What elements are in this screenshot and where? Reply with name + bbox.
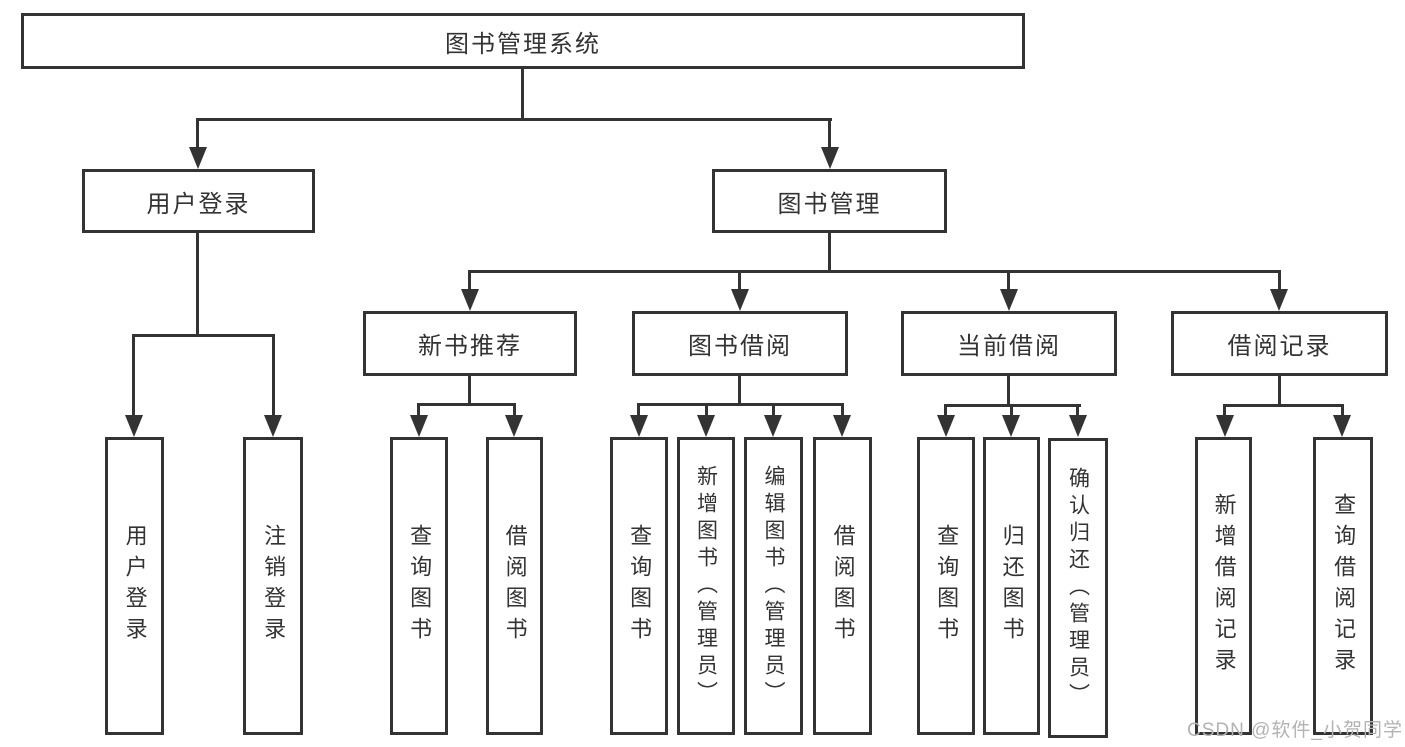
node-book-borrowing: 图书借阅 — [632, 311, 848, 376]
arrow-down-icon — [505, 415, 523, 437]
connector-trunk — [1278, 376, 1281, 407]
leaf-query-books-current: 查询图书 — [917, 437, 975, 735]
connector-user-login-trunk — [196, 233, 199, 337]
connector-stem — [468, 270, 471, 292]
node-label: 查询图书 — [407, 524, 433, 648]
node-library-management-system: 图书管理系统 — [21, 13, 1025, 69]
arrow-down-icon — [697, 415, 715, 437]
arrow-down-icon — [937, 415, 955, 437]
connector-split — [637, 403, 844, 406]
node-label: 用户登录 — [146, 190, 251, 218]
connector-trunk — [1007, 376, 1010, 407]
csdn-watermark: CSDN @软件_小贺同学 — [1187, 720, 1403, 741]
leaf-add-borrow-record: 新增借阅记录 — [1195, 437, 1252, 735]
connector-stem — [772, 403, 775, 418]
arrow-down-icon — [461, 289, 479, 311]
connector-split — [417, 403, 516, 406]
connector-stem — [637, 403, 640, 418]
connector-root-trunk — [521, 69, 524, 119]
leaf-add-books-admin: 新增图书（管理员） — [677, 437, 735, 735]
connector-stem — [1007, 270, 1010, 292]
connector-user-login-split — [132, 334, 275, 337]
leaf-return-books: 归还图书 — [983, 437, 1040, 735]
node-label: 图书管理系统 — [445, 30, 601, 58]
connector-stem — [828, 118, 831, 149]
arrow-down-icon — [1333, 415, 1351, 437]
node-label: 查询图书 — [627, 524, 653, 648]
node-label: 借阅图书 — [502, 524, 528, 648]
connector-trunk — [738, 376, 741, 406]
connector-stem — [417, 403, 420, 418]
node-label: 用户登录 — [122, 524, 148, 648]
leaf-borrow-books-recommend: 借阅图书 — [486, 437, 543, 735]
connector-book-mgmt-split — [468, 270, 1281, 273]
leaf-confirm-return-admin: 确认归还（管理员） — [1048, 438, 1108, 738]
arrow-down-icon — [1000, 289, 1018, 311]
connector-stem — [1076, 404, 1079, 418]
arrow-down-icon — [764, 415, 782, 437]
connector-stem — [196, 118, 199, 149]
connector-stem — [1341, 404, 1344, 418]
connector-split — [1223, 404, 1344, 407]
arrow-down-icon — [833, 415, 851, 437]
arrow-down-icon — [731, 289, 749, 311]
connector-stem — [1278, 270, 1281, 292]
node-label: 新增借阅记录 — [1211, 493, 1237, 679]
leaf-logout: 注销登录 — [243, 437, 303, 735]
connector-stem — [705, 403, 708, 418]
node-label: 注销登录 — [261, 524, 287, 648]
leaf-borrow-books-borrow: 借阅图书 — [813, 437, 872, 735]
node-new-book-recommendation: 新书推荐 — [363, 311, 577, 376]
node-borrowing-records: 借阅记录 — [1171, 311, 1388, 376]
node-label: 借阅图书 — [830, 524, 856, 648]
connector-stem — [841, 403, 844, 418]
node-label: 新书推荐 — [418, 333, 522, 360]
leaf-user-login: 用户登录 — [105, 437, 164, 735]
connector-stem — [132, 334, 135, 416]
arrow-down-icon — [1216, 415, 1234, 437]
leaf-query-borrow-record: 查询借阅记录 — [1313, 437, 1373, 735]
leaf-edit-books-admin: 编辑图书（管理员） — [744, 437, 803, 735]
connector-stem — [944, 404, 947, 418]
arrow-down-icon — [1270, 289, 1288, 311]
connector-book-mgmt-trunk — [828, 233, 831, 273]
connector-stem — [272, 334, 275, 416]
arrow-down-icon — [264, 415, 282, 437]
node-label: 借阅记录 — [1227, 333, 1332, 360]
connector-stem — [1010, 404, 1013, 418]
arrow-down-icon — [410, 415, 428, 437]
node-label: 查询借阅记录 — [1331, 493, 1357, 679]
arrow-down-icon — [1069, 415, 1087, 437]
node-label: 图书借阅 — [688, 333, 792, 360]
node-label: 当前借阅 — [957, 333, 1061, 360]
arrow-down-icon — [125, 415, 143, 437]
node-current-borrowing: 当前借阅 — [901, 311, 1117, 376]
leaf-query-books-recommend: 查询图书 — [390, 437, 448, 735]
arrow-down-icon — [1002, 415, 1020, 437]
connector-stem — [513, 403, 516, 418]
connector-stem — [1223, 404, 1226, 418]
node-label: 图书管理 — [777, 190, 882, 218]
connector-root-split — [196, 118, 832, 121]
connector-trunk — [468, 376, 471, 406]
node-label: 查询图书 — [934, 524, 960, 648]
node-book-management: 图书管理 — [712, 169, 947, 233]
arrow-down-icon — [821, 147, 839, 169]
leaf-query-books-borrow: 查询图书 — [610, 437, 668, 735]
arrow-down-icon — [189, 147, 207, 169]
connector-stem — [738, 270, 741, 292]
node-label: 归还图书 — [999, 524, 1025, 648]
arrow-down-icon — [630, 415, 648, 437]
node-label: 编辑图书（管理员） — [762, 464, 786, 708]
node-label: 新增图书（管理员） — [694, 464, 718, 708]
node-user-login: 用户登录 — [82, 169, 315, 233]
node-label: 确认归还（管理员） — [1066, 466, 1090, 710]
